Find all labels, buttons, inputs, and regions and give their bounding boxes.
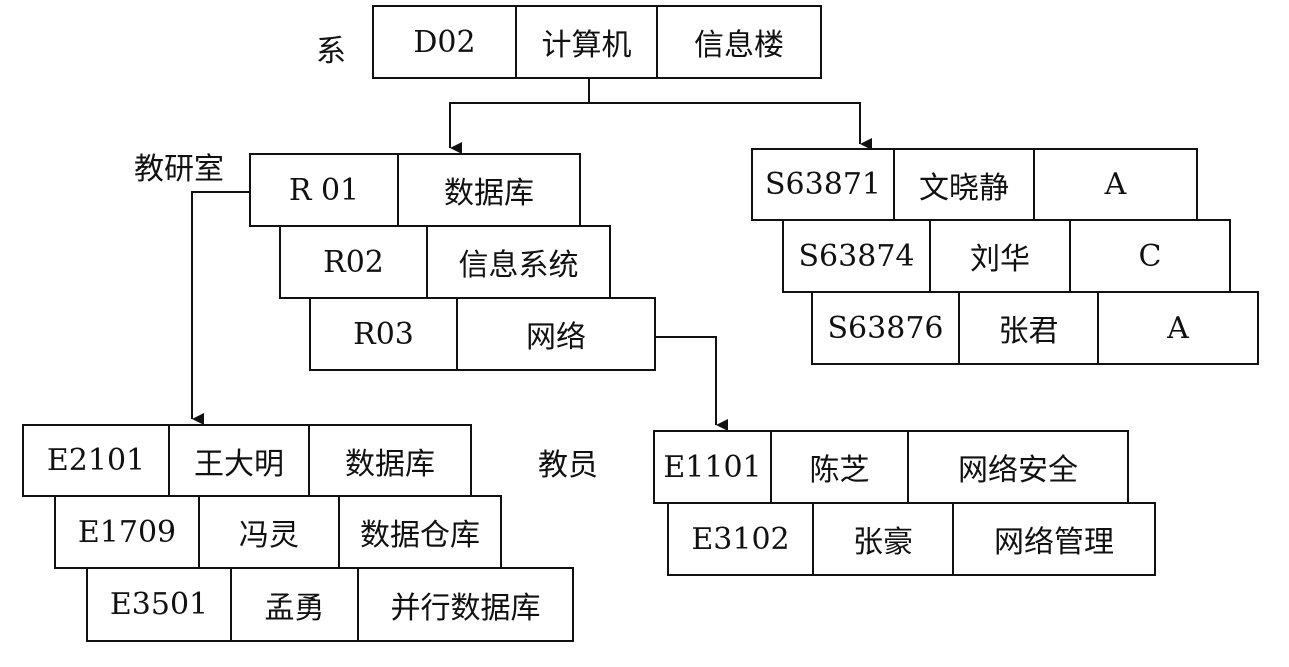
- label-dept: 系: [316, 34, 346, 69]
- office-id-cell: R 01: [249, 153, 399, 227]
- office-name-cell: 信息系统: [426, 225, 611, 299]
- student-id-cell: S63876: [811, 291, 960, 365]
- office-name-cell: 数据库: [397, 153, 581, 227]
- dept-name-cell: 计算机: [515, 5, 658, 79]
- teacher-id-cell: E3501: [86, 567, 232, 642]
- student-name-cell: 刘华: [929, 219, 1071, 293]
- teacher-field-cell: 并行数据库: [357, 567, 574, 642]
- office-id-cell: R03: [309, 297, 458, 371]
- teacher-field-cell: 数据库: [308, 424, 472, 497]
- teacher-id-cell: E1709: [54, 495, 200, 569]
- teacher-id-cell: E2101: [22, 424, 170, 497]
- student-name-cell: 文晓静: [893, 148, 1035, 221]
- office-id-cell: R02: [279, 225, 428, 299]
- teacher-name-cell: 王大明: [168, 424, 310, 497]
- label-office: 教研室: [134, 152, 224, 187]
- dept-building-cell: 信息楼: [656, 5, 822, 79]
- student-id-cell: S63874: [782, 219, 931, 293]
- connector-dept-to-students: [589, 102, 872, 150]
- dept-id-cell: D02: [372, 5, 517, 79]
- teacher-name-cell: 冯灵: [198, 495, 340, 569]
- teacher-field-cell: 网络安全: [907, 430, 1129, 504]
- label-teacher: 教员: [538, 448, 598, 483]
- student-grade-cell: C: [1069, 219, 1231, 293]
- teacher-name-cell: 孟勇: [230, 567, 359, 642]
- student-name-cell: 张君: [958, 291, 1099, 365]
- teacher-field-cell: 数据仓库: [338, 495, 502, 569]
- teacher-name-cell: 陈芝: [770, 430, 909, 504]
- student-grade-cell: A: [1097, 291, 1259, 365]
- connector-dept-to-offices: [449, 78, 590, 154]
- student-grade-cell: A: [1033, 148, 1198, 221]
- teacher-id-cell: E3102: [667, 502, 814, 576]
- office-name-cell: 网络: [456, 297, 656, 371]
- teacher-name-cell: 张豪: [812, 502, 954, 576]
- teacher-field-cell: 网络管理: [952, 502, 1156, 576]
- connector-office-to-net-teachers: [655, 336, 728, 431]
- teacher-id-cell: E1101: [653, 430, 772, 504]
- student-id-cell: S63871: [751, 148, 895, 221]
- connector-office-to-db-teachers: [191, 191, 249, 425]
